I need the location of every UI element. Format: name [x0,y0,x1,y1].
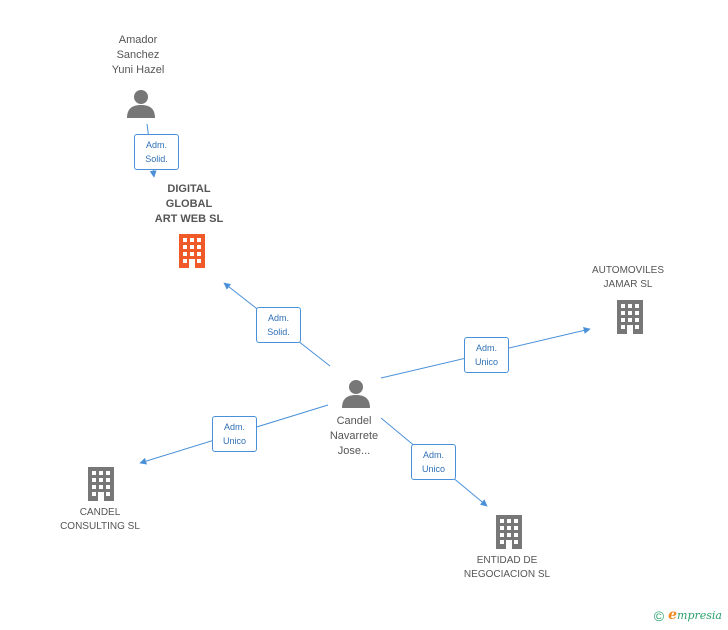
brand-logo: ©empresia [653,606,722,624]
edge-badge-candel-consulting[interactable]: Adm. Unico [212,416,257,452]
building-icon[interactable] [177,234,207,268]
node-label-digital-global[interactable]: DIGITAL GLOBAL ART WEB SL [154,183,224,225]
node-label-candel-person[interactable]: Candel Navarrete Jose... [329,415,379,457]
node-label-candel-consulting[interactable]: CANDEL CONSULTING SL [60,507,140,532]
edge-badge-amador-digital[interactable]: Adm. Solid. [134,134,179,170]
edge-badge-candel-entidad[interactable]: Adm. Unico [411,444,456,480]
building-icon[interactable] [615,300,645,334]
edge-badge-candel-automoviles[interactable]: Adm. Unico [464,337,509,373]
person-icon[interactable] [341,378,371,408]
building-icon[interactable] [86,467,116,501]
copyright-icon: © [653,608,665,624]
person-icon[interactable] [126,88,156,118]
building-icon[interactable] [494,515,524,549]
node-label-amador[interactable]: Amador Sanchez Yuni Hazel [111,34,165,76]
node-label-entidad[interactable]: ENTIDAD DE NEGOCIACION SL [463,555,551,580]
edge-badge-candel-digital[interactable]: Adm. Solid. [256,307,301,343]
node-label-automoviles[interactable]: AUTOMOVILES JAMAR SL [591,265,665,290]
